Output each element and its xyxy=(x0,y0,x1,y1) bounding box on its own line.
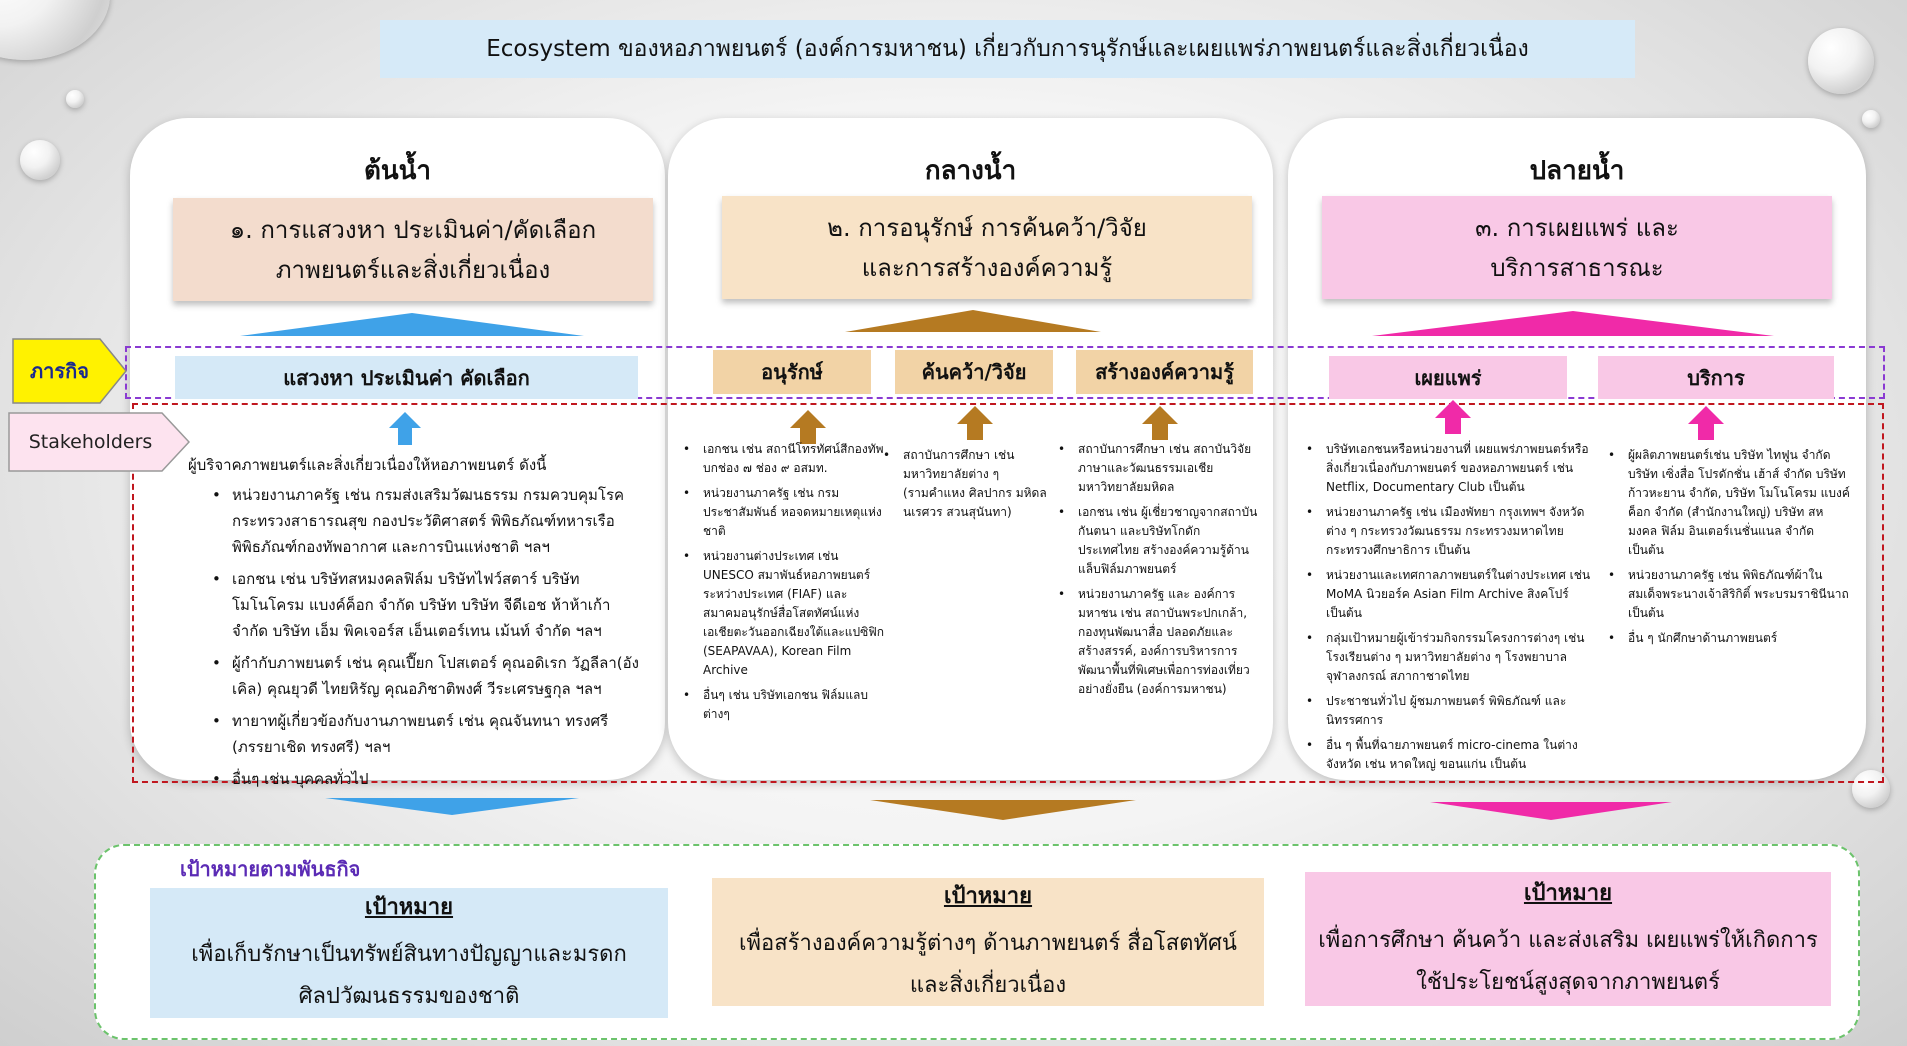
list-item: หน่วยงานภาครัฐ และ องค์การมหาชน เช่น สถา… xyxy=(1058,585,1260,699)
stakeholders-knowledge: สถาบันการศึกษา เช่น สถาบันวิจัยภาษาและวั… xyxy=(1058,440,1260,705)
list-item: หน่วยงานและเทศกาลภาพยนตร์ในต่างประเทศ เช… xyxy=(1306,566,1598,623)
goal-downstream-title: เป้าหมาย xyxy=(1523,880,1613,906)
list-item: เอกชน เช่น สถานีโทรทัศน์สีกองทัพบกช่อง ๗… xyxy=(683,440,885,478)
arrow-up-magenta-icon xyxy=(1688,406,1724,440)
list-item: ทายาทผู้เกี่ยวข้องกับงานภาพยนตร์ เช่น คุ… xyxy=(212,708,648,760)
sub-research: ค้นคว้า/วิจัย xyxy=(895,350,1053,394)
header-acquisition-line2: ภาพยนตร์และสิ่งเกี่ยวเนื่อง xyxy=(275,255,551,284)
sub-disseminate: เผยแพร่ xyxy=(1329,356,1567,399)
stakeholders-band xyxy=(132,403,1884,783)
triangle-down-magenta xyxy=(1430,802,1672,820)
list-item: เอกชน เช่น ผู้เชี่ยวชาญจากสถาบันกันตนา แ… xyxy=(1058,503,1260,579)
decor-bubble xyxy=(66,90,84,108)
goal-upstream-line2: ศิลปวัฒนธรรมของชาติ xyxy=(298,983,520,1009)
list-item: เอกชน เช่น บริษัทสหมงคลฟิล์ม บริษัทไฟว์ส… xyxy=(212,566,648,644)
header-dissemination-line1: ๓. การเผยแพร่ และ xyxy=(1475,213,1679,242)
goal-midstream: เป้าหมาย เพื่อสร้างองค์ความรู้ต่างๆ ด้าน… xyxy=(712,878,1264,1006)
header-conservation-line1: ๒. การอนุรักษ์ การค้นคว้า/วิจัย xyxy=(827,213,1147,242)
goal-upstream: เป้าหมาย เพื่อเก็บรักษาเป็นทรัพย์สินทางป… xyxy=(150,888,668,1018)
arrow-up-brown-icon xyxy=(957,406,993,440)
stage-title-midstream: กลางน้ำ xyxy=(924,156,1017,186)
sub-service: บริการ xyxy=(1598,356,1834,399)
arrow-up-brown-icon xyxy=(1142,406,1178,440)
stage-title-upstream: ต้นน้ำ xyxy=(363,156,432,186)
header-acquisition: ๑. การแสวงหา ประเมินค่า/คัดเลือกภาพยนตร์… xyxy=(173,198,653,301)
list-item: ผู้กำกับภาพยนตร์ เช่น คุณเปี๊ยก โปสเตอร์… xyxy=(212,650,648,702)
list-item: หน่วยงานภาครัฐ เช่น พิพิธภัณฑ์ผ้าในสมเด็… xyxy=(1608,566,1850,623)
triangle-up-magenta xyxy=(1372,311,1774,336)
list-item: อื่น ๆ นักศึกษาด้านภาพยนตร์ xyxy=(1608,629,1850,648)
sub-knowledge: สร้างองค์ความรู้ xyxy=(1076,350,1253,394)
stakeholders-upstream: ผู้บริจาคภาพยนตร์และสิ่งเกี่ยวเนื่องให้ห… xyxy=(188,452,648,798)
stakeholders-disseminate: บริษัทเอกชนหรือหน่วยงานที่ เผยแพร่ภาพยนต… xyxy=(1306,440,1598,780)
sub-acquire-evaluate-select: แสวงหา ประเมินค่า คัดเลือก xyxy=(175,356,638,399)
diagram-title: Ecosystem ของหอภาพยนตร์ (องค์การมหาชน) เ… xyxy=(380,20,1635,78)
stakeholders-upstream-intro: ผู้บริจาคภาพยนตร์และสิ่งเกี่ยวเนื่องให้ห… xyxy=(188,456,547,474)
header-dissemination: ๓. การเผยแพร่ และบริการสาธารณะ xyxy=(1322,196,1832,299)
triangle-down-blue xyxy=(325,798,579,815)
header-conservation-line2: และการสร้างองค์ความรู้ xyxy=(861,253,1113,282)
stakeholders-label-shape xyxy=(8,412,190,472)
goal-upstream-line1: เพื่อเก็บรักษาเป็นทรัพย์สินทางปัญญาและมร… xyxy=(191,941,627,967)
goal-downstream: เป้าหมาย เพื่อการศึกษา ค้นคว้า และส่งเสร… xyxy=(1305,872,1831,1006)
list-item: อื่นๆ เช่น บุคคลทั่วไป xyxy=(212,766,648,792)
mission-label: ภารกิจ xyxy=(30,359,89,383)
goals-heading: เป้าหมายตามพันธกิจ xyxy=(180,857,361,881)
list-item: สถาบันการศึกษา เช่น มหาวิทยาลัยต่าง ๆ (ร… xyxy=(883,446,1060,522)
list-item: สถาบันการศึกษา เช่น สถาบันวิจัยภาษาและวั… xyxy=(1058,440,1260,497)
sub-conserve: อนุรักษ์ xyxy=(713,350,871,394)
stakeholders-label: Stakeholders xyxy=(28,431,153,453)
list-item: อื่น ๆ พื้นที่ฉายภาพยนตร์ micro-cinema ใ… xyxy=(1306,736,1598,774)
list-item: หน่วยงานภาครัฐ เช่น เมืองพัทยา กรุงเทพฯ … xyxy=(1306,503,1598,560)
header-acquisition-line1: ๑. การแสวงหา ประเมินค่า/คัดเลือก xyxy=(229,215,597,244)
goal-midstream-line1: เพื่อสร้างองค์ความรู้ต่างๆ ด้านภาพยนตร์ … xyxy=(739,930,1237,956)
list-item: หน่วยงานต่างประเทศ เช่น UNESCO สมาพันธ์ห… xyxy=(683,547,885,680)
list-item: อื่นๆ เช่น บริษัทเอกชน ฟิล์มแลบต่างๆ xyxy=(683,686,885,724)
triangle-down-brown xyxy=(870,800,1136,820)
goal-downstream-line1: เพื่อการศึกษา ค้นคว้า และส่งเสริม เผยแพร… xyxy=(1318,927,1818,953)
goal-midstream-title: เป้าหมาย xyxy=(943,883,1033,909)
decor-bubble xyxy=(1808,28,1874,94)
stakeholders-service: ผู้ผลิตภาพยนตร์เช่น บริษัท ไทฟูน จำกัด บ… xyxy=(1608,446,1850,654)
stage-title-downstream: ปลายน้ำ xyxy=(1529,156,1625,186)
list-item: หน่วยงานภาครัฐ เช่น กรมประชาสัมพันธ์ หอจ… xyxy=(683,484,885,541)
arrow-up-blue-icon xyxy=(389,412,421,445)
triangle-up-blue xyxy=(240,313,584,336)
list-item: ผู้ผลิตภาพยนตร์เช่น บริษัท ไทฟูน จำกัด บ… xyxy=(1608,446,1850,560)
stakeholders-research: สถาบันการศึกษา เช่น มหาวิทยาลัยต่าง ๆ (ร… xyxy=(883,446,1060,528)
header-dissemination-line2: บริการสาธารณะ xyxy=(1490,253,1664,282)
list-item: ประชาชนทั่วไป ผู้ชมภาพยนตร์ พิพิธภัณฑ์ แ… xyxy=(1306,692,1598,730)
triangle-up-brown xyxy=(845,310,1101,332)
goal-downstream-line2: ใช้ประโยชน์สูงสุดจากภาพยนตร์ xyxy=(1416,969,1720,995)
goal-midstream-line2: และสิ่งเกี่ยวเนื่อง xyxy=(909,972,1067,998)
goal-upstream-title: เป้าหมาย xyxy=(364,894,454,920)
list-item: กลุ่มเป้าหมายผู้เข้าร่วมกิจกรรมโครงการต่… xyxy=(1306,629,1598,686)
mission-band xyxy=(125,346,1885,399)
list-item: หน่วยงานภาครัฐ เช่น กรมส่งเสริมวัฒนธรรม … xyxy=(212,482,648,560)
arrow-up-brown-icon xyxy=(790,410,826,444)
decor-bubble xyxy=(20,140,60,180)
stakeholders-conserve: เอกชน เช่น สถานีโทรทัศน์สีกองทัพบกช่อง ๗… xyxy=(683,440,885,730)
mission-label-shape xyxy=(12,338,127,404)
header-conservation: ๒. การอนุรักษ์ การค้นคว้า/วิจัยและการสร้… xyxy=(722,196,1252,299)
list-item: บริษัทเอกชนหรือหน่วยงานที่ เผยแพร่ภาพยนต… xyxy=(1306,440,1598,497)
decor-bubble xyxy=(1862,110,1880,128)
arrow-up-magenta-icon xyxy=(1435,400,1471,434)
